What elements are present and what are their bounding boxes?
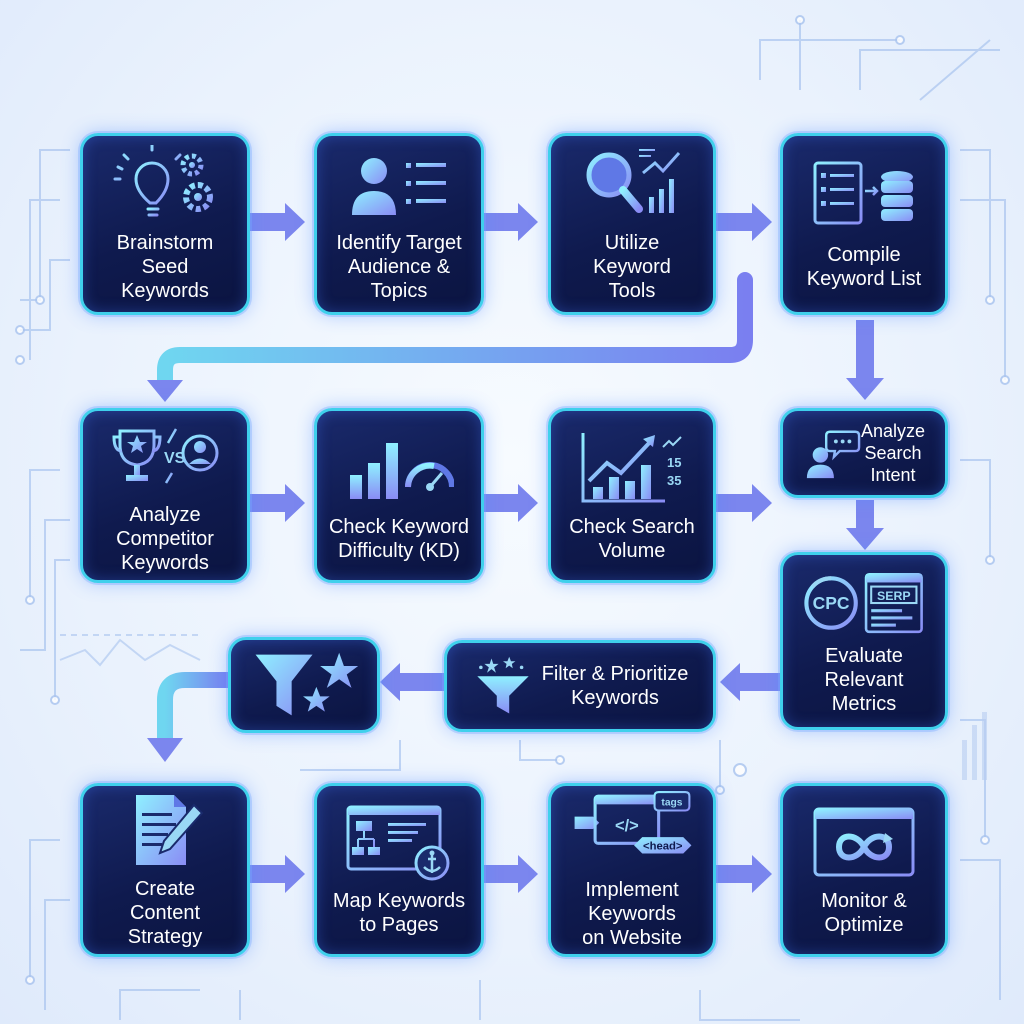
arrow-10-11: [380, 663, 444, 701]
step-identify-target-audience: Identify Target Audience & Topics: [314, 133, 484, 315]
bar-gauge-icon: [350, 442, 454, 499]
funnel-stars-large-icon: [255, 652, 359, 716]
cpc-text: CPC: [813, 593, 850, 613]
arrow-4-8: [846, 320, 884, 400]
step-funnel-stars: [228, 637, 380, 733]
connector-11-to-12: [157, 672, 228, 740]
step-label: Create Content Strategy: [127, 878, 203, 948]
step-implement-keywords: </> tags <head> Implement Keywords on We…: [548, 783, 716, 957]
code-text: </>: [615, 817, 639, 835]
step-label: Analyze Competitor Keywords: [116, 503, 214, 574]
arrow-9-10: [720, 663, 782, 701]
step-label: Utilize Keyword Tools: [593, 232, 671, 302]
step-filter-prioritize-keywords: Filter & Prioritize Keywords: [444, 640, 716, 732]
code-tags-icon: </> tags <head>: [574, 791, 692, 854]
step-utilize-keyword-tools: Utilize Keyword Tools: [548, 133, 716, 315]
arrow-14-15: [716, 855, 772, 893]
arrow-8-9: [846, 500, 884, 550]
step-analyze-competitor-keywords: VS Analyze Competitor Keywords: [80, 408, 250, 583]
list-database-icon: [813, 161, 913, 225]
step-label: Identify Target Audience & Topics: [336, 232, 462, 302]
trend-chart-icon: 15 35: [581, 432, 682, 502]
step-evaluate-relevant-metrics: CPC SERP Evaluate Relevant Metrics: [780, 552, 948, 730]
step-label: Check Search Volume: [569, 515, 695, 562]
funnel-stars-icon: [476, 656, 529, 714]
step-create-content-strategy: Create Content Strategy: [80, 783, 250, 957]
arrow-2-3: [484, 203, 538, 241]
step-compile-keyword-list: Compile Keyword List: [780, 133, 948, 315]
arrow-12-13: [250, 855, 305, 893]
trophy-vs-user-icon: VS: [112, 427, 219, 484]
step-label: Monitor & Optimize: [821, 890, 907, 936]
head-text: <head>: [643, 840, 683, 852]
step-label: Compile Keyword List: [806, 244, 922, 290]
step-label: Brainstorm Seed Keywords: [116, 232, 214, 302]
step-label: Analyze Search Intent: [860, 421, 926, 485]
cpc-serp-icon: CPC SERP: [804, 572, 923, 634]
step-label: Check Keyword Difficulty (KD): [328, 515, 470, 562]
magnifier-chart-icon: [586, 149, 681, 213]
arrow-1-2: [250, 203, 305, 241]
user-chat-icon: [806, 430, 861, 479]
tags-text: tags: [661, 797, 682, 808]
step-label: Map Keywords to Pages: [332, 890, 466, 936]
arrow-5-6: [250, 484, 305, 522]
browser-infinity-icon: [813, 807, 915, 877]
step-label: Evaluate Relevant Metrics: [824, 645, 904, 715]
lightbulb-gears-icon: [113, 145, 213, 217]
connector-3-to-5: [157, 272, 753, 390]
step-map-keywords-to-pages: Map Keywords to Pages: [314, 783, 484, 957]
arrow-3-4: [716, 203, 772, 241]
step-check-search-volume: 15 35 Check Search Volume: [548, 408, 716, 583]
volume-number-bottom: 35: [667, 473, 681, 488]
step-check-keyword-difficulty: Check Keyword Difficulty (KD): [314, 408, 484, 583]
vs-text: VS: [164, 450, 186, 467]
volume-number-top: 15: [667, 455, 681, 470]
step-analyze-search-intent: Analyze Search Intent: [780, 408, 948, 498]
step-label: Filter & Prioritize Keywords: [541, 663, 689, 709]
step-label: Implement Keywords on Website: [582, 879, 682, 949]
arrow-13-14: [484, 855, 538, 893]
document-pen-icon: [136, 795, 204, 865]
step-monitor-optimize: Monitor & Optimize: [780, 783, 948, 957]
user-list-icon: [352, 158, 446, 215]
arrow-6-7: [484, 484, 538, 522]
sitemap-anchor-icon: [346, 805, 450, 881]
step-brainstorm-seed-keywords: Brainstorm Seed Keywords: [80, 133, 250, 315]
serp-text: SERP: [877, 589, 911, 603]
arrow-7-8: [716, 484, 772, 522]
